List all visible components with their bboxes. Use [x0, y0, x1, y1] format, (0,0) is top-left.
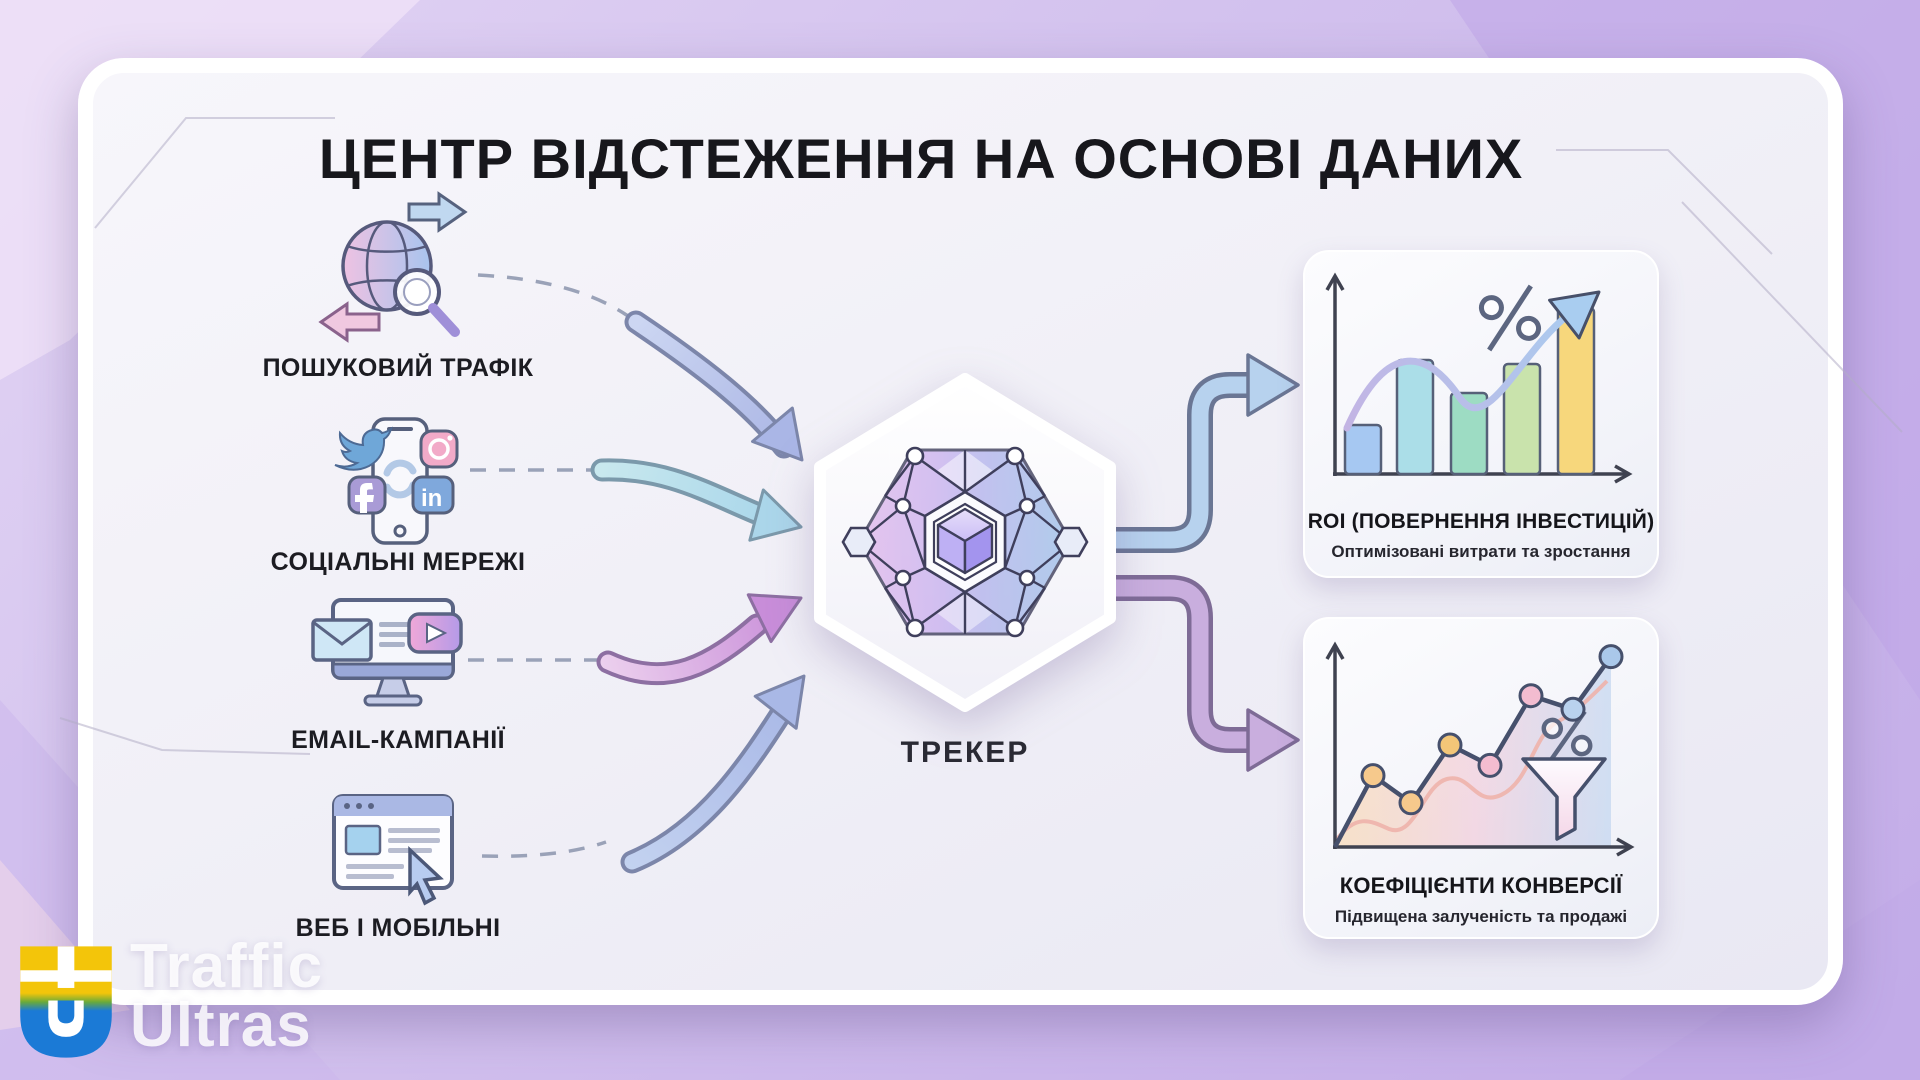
axes [1325, 641, 1635, 857]
conversion-card: КОЕФІЦІЄНТИ КОНВЕРСІЇ Підвищена залучені… [1303, 617, 1659, 939]
twitter-icon [334, 426, 393, 471]
funnel-icon [1521, 757, 1607, 841]
source-label-search: ПОШУКОВИЙ ТРАФІК [262, 354, 534, 382]
image-placeholder [344, 824, 382, 856]
facebook-icon [347, 475, 387, 515]
trend-arrow-icon [1548, 290, 1601, 340]
instagram-icon [419, 429, 459, 469]
tu-monogram-icon [20, 946, 112, 1058]
text-lines [346, 828, 440, 879]
roi-bar-chart [1325, 272, 1633, 484]
source-label-web: ВЕБ І МОБІЛЬНІ [295, 914, 501, 942]
email-monitor-icon [311, 598, 463, 707]
roi-card-title: ROI (ПОВЕРНЕННЯ ІНВЕСТИЦІЙ) [1307, 510, 1655, 533]
arrow-out-icon [407, 191, 468, 233]
globe-search-icon [318, 191, 468, 343]
tracker-label: ТРЕКЕР [900, 736, 1030, 769]
text-lines [379, 622, 409, 647]
network-nodes [841, 446, 1089, 638]
mandala [841, 446, 1089, 638]
conversion-line-chart [1325, 641, 1635, 857]
source-label-email: EMAIL-КАМПАНІЇ [291, 726, 505, 754]
conversion-dots [1360, 644, 1624, 816]
svg-text:in: in [421, 485, 442, 512]
source-label-social: СОЦІАЛЬНІ МЕРЕЖІ [270, 548, 526, 576]
roi-card-subtitle: Оптимізовані витрати та зростання [1331, 542, 1631, 561]
percent-icon [1541, 710, 1593, 764]
data-cube-icon [936, 507, 994, 575]
brand-line-2: Ultras [130, 990, 312, 1060]
envelope-icon [311, 618, 373, 662]
percent-icon [1478, 284, 1542, 352]
arrow-in-icon [318, 301, 381, 343]
window-dots [344, 803, 374, 809]
page-title: ЦЕНТР ВІДСТЕЖЕННЯ НА ОСНОВІ ДАНИХ [318, 127, 1524, 190]
conversion-card-subtitle: Підвищена залученість та продажі [1334, 907, 1628, 926]
hexagon-network-icon [814, 373, 1116, 712]
trend-line [1343, 312, 1571, 432]
brand-line-1: Traffic [130, 932, 324, 1001]
linkedin-icon: in [411, 475, 455, 515]
cursor-icon [408, 845, 444, 906]
social-phone-icon: in [334, 417, 459, 545]
brand-name: Traffic Ultras [130, 932, 324, 1060]
conversion-card-title: КОЕФІЦІЄНТИ КОНВЕРСІЇ [1339, 873, 1623, 898]
roi-card: ROI (ПОВЕРНЕННЯ ІНВЕСТИЦІЙ) Оптимізовані… [1303, 250, 1659, 578]
roi-bars [1343, 306, 1596, 476]
browser-window-icon [332, 794, 454, 906]
video-play-icon [407, 612, 463, 654]
